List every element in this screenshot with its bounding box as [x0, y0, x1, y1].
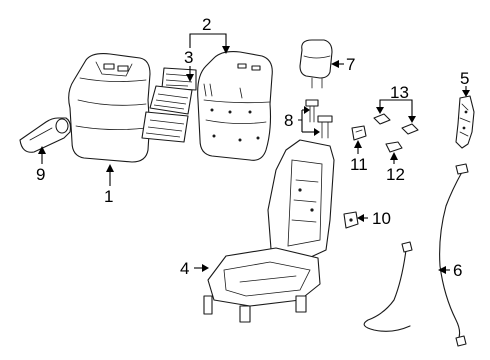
part-12-clip	[385, 141, 403, 153]
callout-labels: 1 2 3 4 5 6 7 8 9 10 11 12 13	[36, 15, 469, 280]
part-10-latch	[343, 211, 359, 229]
part-7-headrest	[299, 39, 333, 89]
part-5-bracket	[455, 95, 475, 149]
part-2-seatback-rear	[197, 51, 273, 161]
callout-2: 2	[202, 15, 211, 34]
part-13-retainers	[373, 113, 419, 135]
callout-6: 6	[453, 261, 462, 280]
callout-leaders	[38, 33, 470, 274]
callout-11: 11	[350, 155, 368, 174]
callout-7: 7	[346, 55, 355, 74]
callout-4: 4	[180, 259, 189, 278]
part-6-cable	[363, 163, 469, 347]
part-4-seat-frame	[203, 139, 335, 323]
callout-3: 3	[184, 48, 193, 67]
callout-13: 13	[390, 83, 409, 102]
part-9-armrest	[19, 117, 72, 153]
callout-10: 10	[372, 209, 391, 228]
part-1-seatback-cushion	[68, 53, 151, 163]
callout-12: 12	[386, 165, 405, 184]
callout-9: 9	[36, 165, 45, 184]
callout-8: 8	[284, 111, 293, 130]
part-3-back-panels	[141, 67, 197, 143]
part-11-clip	[351, 125, 367, 141]
callout-5: 5	[460, 69, 469, 88]
part-8-headrest-guides	[305, 99, 333, 139]
callout-1: 1	[104, 187, 113, 206]
